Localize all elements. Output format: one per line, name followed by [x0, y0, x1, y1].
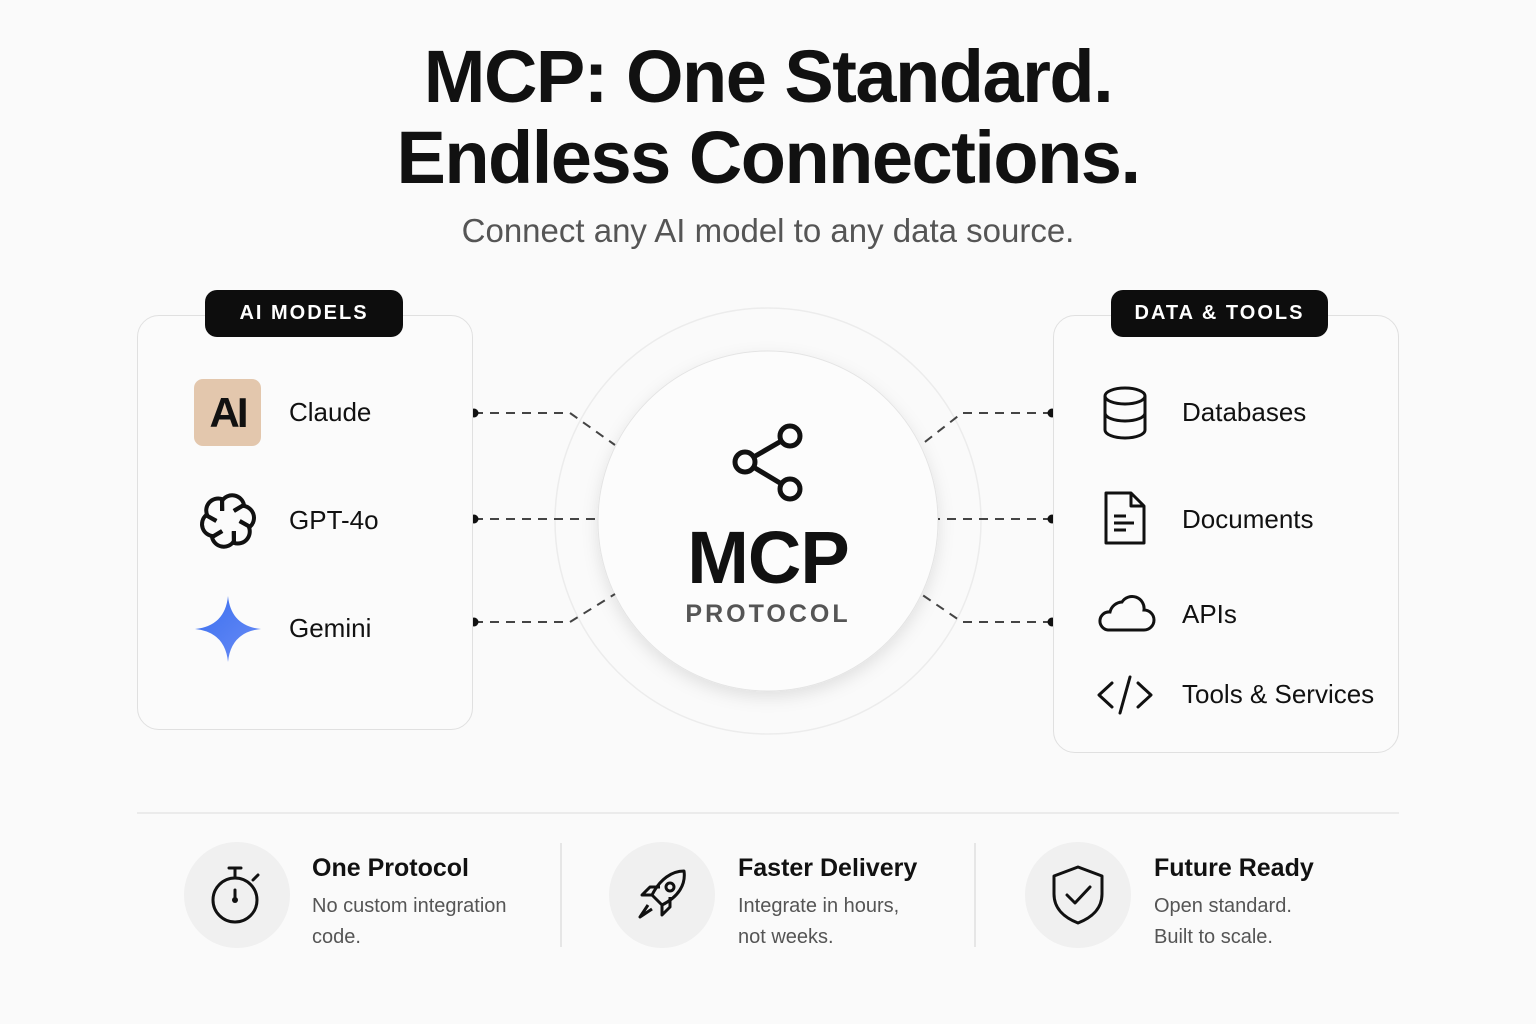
feature-faster-delivery-icon-bg — [609, 842, 715, 948]
feature-faster-delivery-desc: Integrate in hours,not weeks. — [738, 895, 900, 948]
title-line-1: MCP: One Standard. — [423, 35, 1114, 118]
feature-one-protocol-title: One Protocol — [312, 854, 469, 882]
source-apis-label: APIs — [1182, 599, 1237, 629]
shield-check-icon — [1052, 865, 1104, 925]
cloud-icon — [1098, 595, 1156, 632]
feature-future-ready-title: Future Ready — [1154, 854, 1314, 882]
model-gpt-label: GPT-4o — [289, 505, 379, 535]
rocket-icon — [638, 869, 686, 919]
mcp-title: MCP — [687, 516, 849, 599]
share-icon — [732, 423, 803, 502]
feature-one-protocol-icon-bg — [184, 842, 290, 948]
ai-models-badge: AI MODELS — [205, 290, 403, 337]
connector-gemini — [474, 593, 616, 623]
outer-ring — [554, 307, 982, 735]
source-databases-label: Databases — [1182, 397, 1307, 427]
title-line-2: Endless Connections. — [396, 116, 1141, 199]
model-gemini-label: Gemini — [289, 613, 372, 643]
subtitle: Connect any AI model to any data source. — [461, 212, 1075, 249]
openai-logo-icon — [195, 492, 261, 550]
feature-future-ready-desc: Open standard.Built to scale. — [1154, 895, 1292, 948]
claude-logo-icon: AI — [194, 379, 261, 446]
ai-models-card — [137, 315, 473, 730]
source-documents-label: Documents — [1182, 504, 1314, 534]
model-claude-label: Claude — [289, 397, 372, 427]
mcp-hub-circle — [597, 350, 939, 692]
document-icon — [1104, 491, 1146, 545]
feature-future-ready-icon-bg — [1025, 842, 1131, 948]
connector-claude — [474, 412, 616, 446]
source-tools-label: Tools & Services — [1182, 679, 1375, 709]
protocol-label: PROTOCOL — [685, 600, 851, 628]
gemini-sparkle-icon — [195, 596, 261, 662]
data-tools-badge: DATA & TOOLS — [1111, 290, 1328, 337]
feature-faster-delivery-title: Faster Delivery — [738, 854, 918, 882]
database-icon — [1103, 386, 1147, 440]
code-icon — [1097, 675, 1153, 715]
stopwatch-icon — [211, 866, 260, 924]
connector-databases — [920, 412, 1052, 446]
data-tools-card — [1053, 315, 1399, 753]
